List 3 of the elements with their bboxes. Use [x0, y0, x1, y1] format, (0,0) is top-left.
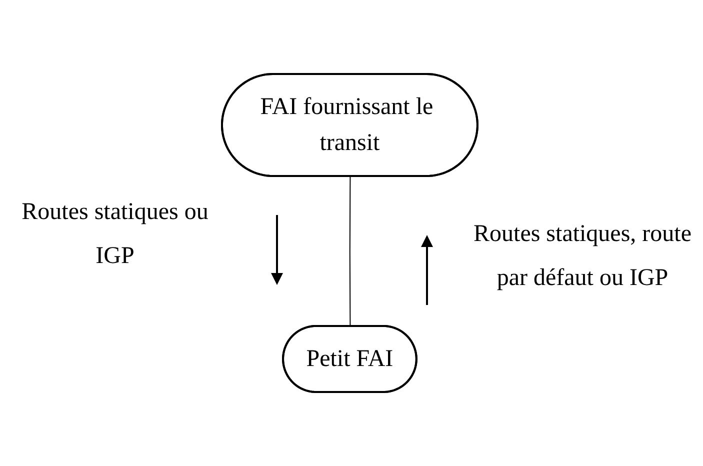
annotation-text: Routes statiques, route par défaut ou IGP [472, 220, 692, 293]
annotation-text: Routes statiques ou IGP [20, 198, 210, 271]
connector [350, 176, 351, 327]
